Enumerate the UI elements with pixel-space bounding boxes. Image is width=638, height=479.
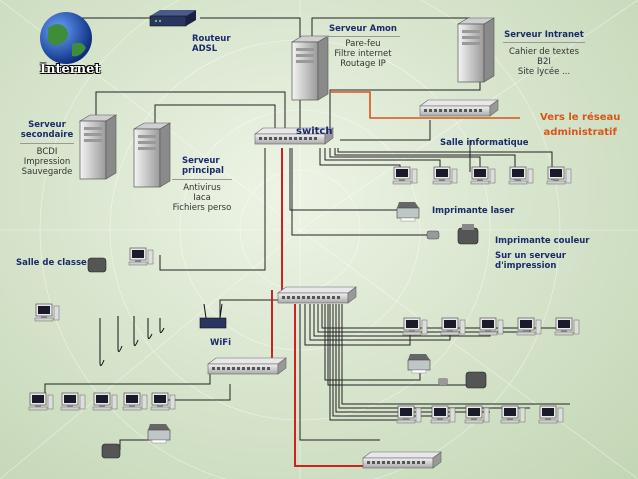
lower-switch <box>277 286 357 304</box>
pc <box>402 317 428 336</box>
amon-line: Pare-feu <box>345 39 381 49</box>
secondary-server-label: Serveur secondaire BCDI Impression Sauve… <box>20 120 74 177</box>
lab-pc <box>546 166 572 185</box>
intranet-line: Site lycée ... <box>517 67 571 77</box>
print-server-line: d'impression <box>495 261 557 271</box>
router-label-line: ADSL <box>192 44 218 54</box>
main-server <box>133 122 171 188</box>
wifi-access-point <box>199 303 227 329</box>
classroom-label: Salle de classe <box>16 258 87 268</box>
main-line: Iaca <box>193 193 211 203</box>
laser-printer-label: Imprimante laser <box>432 206 515 216</box>
color-printer-3 <box>101 443 121 459</box>
secondary-line: Sauvegarde <box>21 167 73 177</box>
router-label-line: Routeur <box>192 34 231 44</box>
printer <box>147 423 171 444</box>
pc <box>150 392 176 411</box>
color-printer <box>426 224 479 245</box>
intranet-line: Cahier de textes <box>508 47 580 57</box>
switch-label: switch <box>296 126 333 137</box>
bottom-switch <box>362 451 442 469</box>
pc <box>554 317 580 336</box>
router-device <box>149 10 196 27</box>
intranet-line: B2I <box>537 57 551 67</box>
secondary-title: Serveur <box>28 120 66 130</box>
router-label: Routeur ADSL <box>192 34 231 54</box>
wifi-antennas <box>99 316 165 366</box>
laser-printer <box>396 201 420 222</box>
main-server-label: Serveur principal Antivirus Iaca Fichier… <box>172 156 232 213</box>
print-server-line: Sur un serveur <box>495 251 566 261</box>
lab-label: Salle informatique <box>440 138 529 148</box>
printer <box>407 353 431 374</box>
pc <box>28 392 54 411</box>
internet-label: Internet <box>40 62 101 77</box>
pc <box>440 317 466 336</box>
wifi-label: WiFi <box>210 338 232 348</box>
admin-network-label: Vers le réseau administratif <box>540 110 620 140</box>
main-title: principal <box>182 166 224 176</box>
pc <box>396 405 422 424</box>
intranet-server <box>457 17 495 83</box>
classroom-printer <box>87 257 107 273</box>
admin-network-line: administratif <box>543 127 617 138</box>
classroom-pc <box>128 247 154 266</box>
lab-pc <box>392 166 418 185</box>
secondary-server <box>79 114 117 180</box>
secondary-line: Impression <box>23 157 71 167</box>
pc <box>478 317 504 336</box>
color-printer-2 <box>438 371 487 389</box>
pc <box>516 317 542 336</box>
pc <box>92 392 118 411</box>
print-server-label: Sur un serveur d'impression <box>495 251 566 271</box>
lab-pc <box>432 166 458 185</box>
main-line: Antivirus <box>183 183 221 193</box>
intranet-label: Serveur Intranet Cahier de textes B2I Si… <box>503 30 585 77</box>
pc <box>60 392 86 411</box>
pc <box>464 405 490 424</box>
admin-switch <box>419 99 499 117</box>
classroom-pc <box>34 303 60 322</box>
lab-pc <box>470 166 496 185</box>
pc <box>122 392 148 411</box>
amon-line: Routage IP <box>340 59 386 69</box>
pc <box>538 405 564 424</box>
amon-line: Filtre internet <box>334 49 392 59</box>
intranet-title: Serveur Intranet <box>504 30 584 40</box>
color-printer-label: Imprimante couleur <box>495 236 590 246</box>
admin-network-line: Vers le réseau <box>540 112 621 123</box>
classroom-switch <box>207 357 287 375</box>
pc <box>430 405 456 424</box>
amon-title: Serveur Amon <box>329 24 397 34</box>
backbone-cable <box>271 148 370 467</box>
main-line: Fichiers perso <box>172 203 232 213</box>
secondary-title: secondaire <box>20 130 74 140</box>
amon-server <box>291 35 329 101</box>
secondary-line: BCDI <box>36 147 58 157</box>
internet-globe <box>40 12 92 64</box>
main-title: Serveur <box>182 156 220 166</box>
lab-pc <box>508 166 534 185</box>
amon-label: Serveur Amon Pare-feu Filtre internet Ro… <box>326 24 400 69</box>
admin-link <box>330 91 520 119</box>
pc <box>500 405 526 424</box>
